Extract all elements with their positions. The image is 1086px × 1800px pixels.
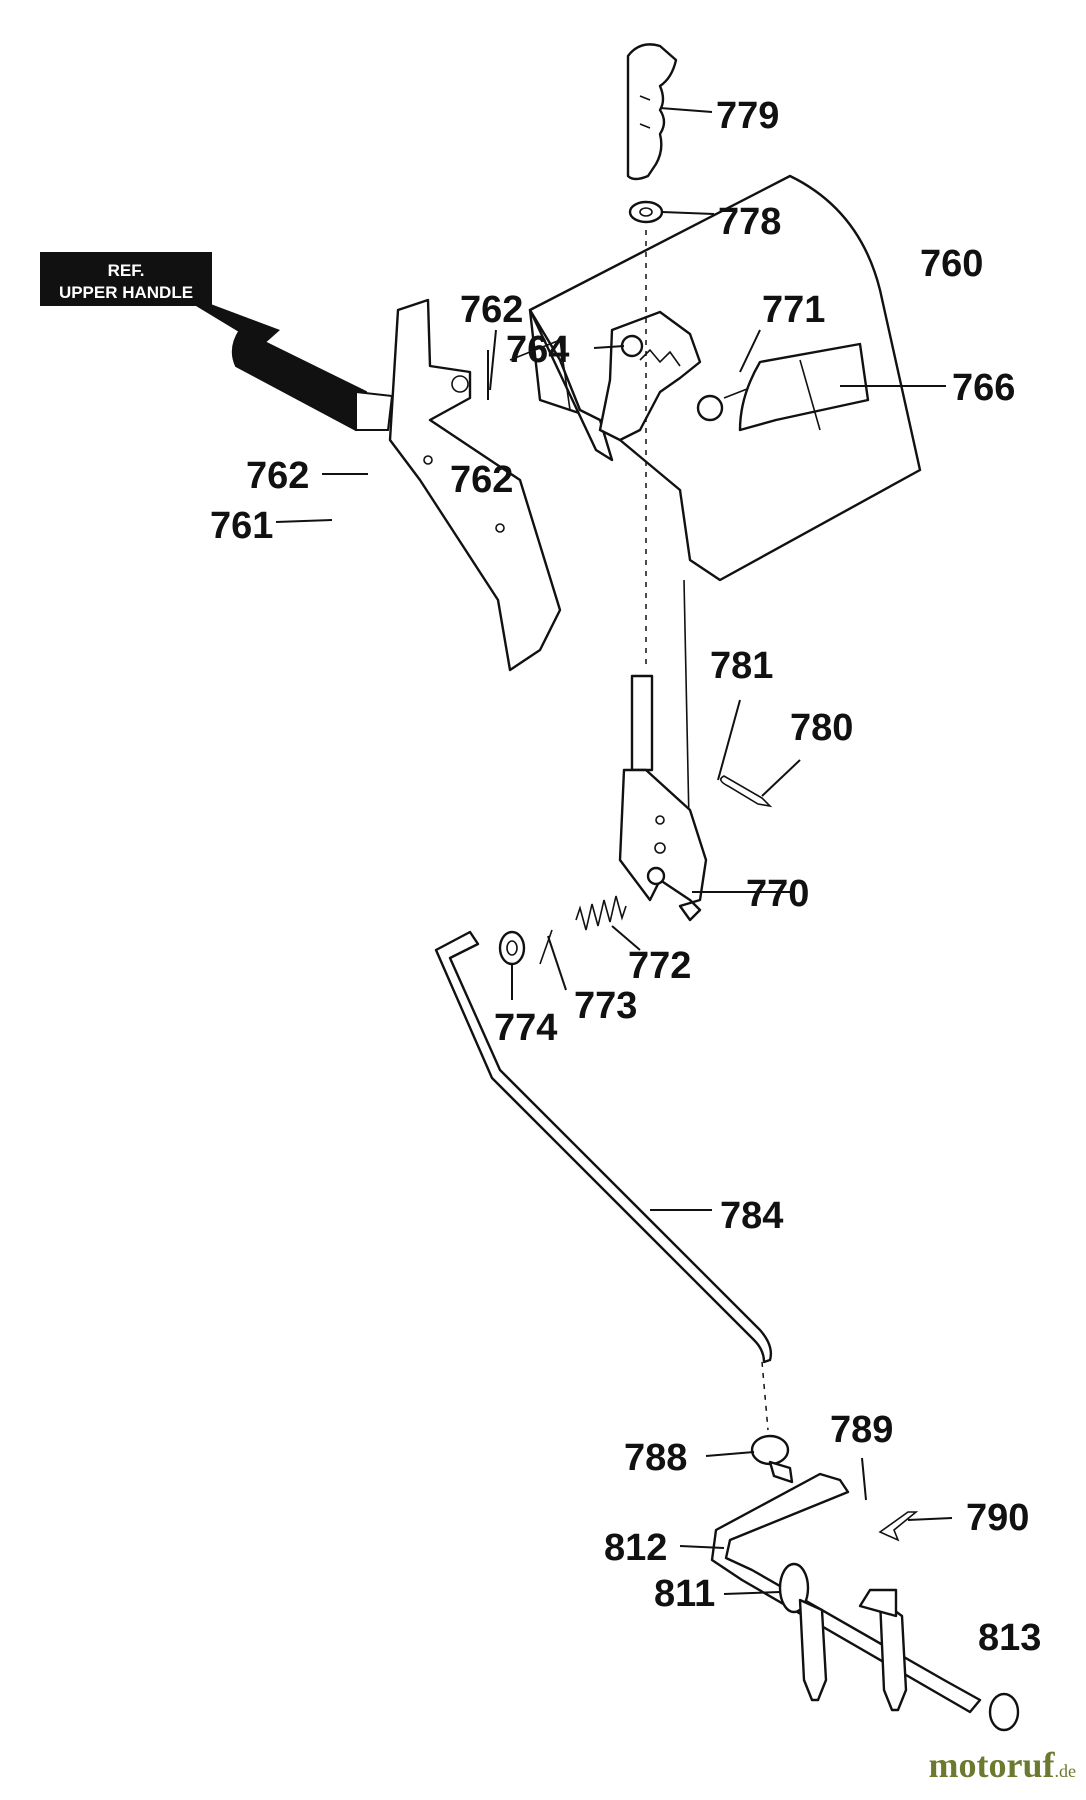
label-788: 788 [624, 1437, 687, 1479]
watermark-main: motoruf [928, 1745, 1055, 1785]
label-762-mid: 762 [450, 459, 513, 501]
label-760: 760 [920, 243, 983, 285]
hairpin-790 [878, 1511, 919, 1542]
pivot-bracket-770 [618, 768, 708, 922]
label-770: 770 [746, 873, 809, 915]
label-778: 778 [718, 201, 781, 243]
label-811: 811 [654, 1573, 715, 1615]
hairpin-780 [720, 775, 773, 808]
nut-774 [498, 930, 526, 966]
label-789: 789 [830, 1409, 893, 1451]
shift-link-rod-784 [434, 930, 773, 1364]
watermark-suffix: .de [1054, 1761, 1077, 1781]
label-780: 780 [790, 707, 853, 749]
label-771: 771 [762, 289, 825, 331]
label-812: 812 [604, 1527, 667, 1569]
label-790: 790 [966, 1497, 1029, 1539]
label-766: 766 [952, 367, 1015, 409]
label-761: 761 [210, 505, 273, 547]
label-764: 764 [506, 329, 569, 371]
label-784: 784 [720, 1195, 783, 1237]
reference-line-2: UPPER HANDLE [59, 283, 193, 302]
label-773: 773 [574, 985, 637, 1027]
label-781: 781 [710, 645, 773, 687]
upper-handle-grip [231, 328, 394, 432]
label-772: 772 [628, 945, 691, 987]
reference-upper-handle-box: REF. UPPER HANDLE [40, 252, 280, 346]
washer-778 [628, 200, 664, 224]
spring-772 [575, 895, 627, 931]
shift-knob-779 [626, 43, 678, 181]
leader-lines [275, 107, 953, 1595]
label-813: 813 [978, 1617, 1041, 1659]
control-box-760 [509, 174, 922, 582]
label-774: 774 [494, 1007, 557, 1049]
ferrule-788 [750, 1434, 794, 1484]
label-779: 779 [716, 95, 779, 137]
label-762-top: 762 [460, 289, 523, 331]
label-plate-766 [738, 342, 870, 432]
shift-gate-bracket [598, 310, 771, 442]
label-762-left: 762 [246, 455, 309, 497]
watermark-logo: motoruf.de [929, 1744, 1076, 1786]
handle-bracket-762 [388, 298, 562, 672]
reference-line-1: REF. [108, 261, 145, 280]
washer-773 [539, 929, 553, 965]
